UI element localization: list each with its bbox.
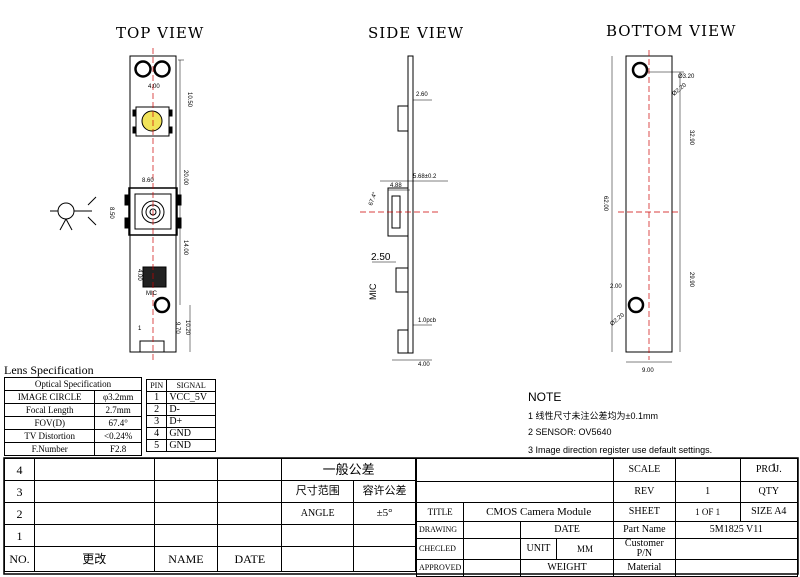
top-dim-5: 8.50 <box>108 207 114 219</box>
lens-spec-title: Lens Specification <box>4 363 94 377</box>
mic-component <box>142 266 167 288</box>
connector <box>139 340 165 353</box>
top-pin1: 1 <box>138 326 142 332</box>
bottom-view <box>611 50 684 363</box>
bottom-dim-3: 32.90 <box>688 130 694 146</box>
side-view <box>360 55 448 361</box>
side-dim-1: 2.60 <box>416 92 428 98</box>
table-row: FOV(D)67.4° <box>3 416 142 430</box>
top-dim-3: 8.60 <box>142 178 154 184</box>
side-connector <box>397 329 409 354</box>
top-view-title: TOP VIEW <box>116 24 205 42</box>
side-mic-label: MIC <box>368 283 378 300</box>
top-hole-right <box>153 60 171 78</box>
bottom-view-dims: Ø3.20 Ø2.20 32.90 62.00 2.00 Ø2.20 29.90… <box>602 74 695 374</box>
side-dim-4: 67.4° <box>368 191 379 207</box>
side-dim-7: 4.00 <box>418 362 430 368</box>
note-item-3: 3 Image direction register use default s… <box>528 445 713 455</box>
led-body <box>135 106 170 137</box>
title-block: SCALE PROJ. REV 1 QTY TITLE CMOS Camera … <box>415 458 799 577</box>
bottom-dim-1: Ø3.20 <box>678 74 695 80</box>
side-view-title: SIDE VIEW <box>368 24 465 42</box>
top-view-dims: 4.00 10.50 8.60 20.00 8.50 14.00 4.00 MI… <box>108 84 192 336</box>
top-dim-4: 20.00 <box>182 170 188 186</box>
tolerance-title: 一般公差 <box>281 458 416 481</box>
side-dim-6: 1.0pcb <box>418 318 437 324</box>
top-dim-mic: MIC <box>146 291 158 297</box>
side-pcb <box>407 55 414 354</box>
view-direction-figure-icon <box>50 196 97 231</box>
side-led <box>397 105 409 132</box>
top-dim-7: 4.00 <box>136 269 142 281</box>
side-dim-3: 4.88 <box>390 183 402 189</box>
bottom-dim-7: 29.90 <box>688 272 694 288</box>
side-dim-5: 2.50 <box>371 252 391 263</box>
note-item-1: 1 线性尺寸未注公差均为±0.1mm <box>528 411 658 421</box>
side-view-dims: 2.60 5.68±0.2 4.88 67.4° 2.50 MIC 1.0pcb… <box>368 92 437 368</box>
note-title: NOTE <box>528 390 562 404</box>
top-hole-left <box>134 60 152 78</box>
led-lens <box>141 110 163 132</box>
side-dim-2: 5.68±0.2 <box>413 174 437 180</box>
bottom-dim-8: 9.00 <box>642 368 654 374</box>
table-row: TV Distortion<0.24% <box>3 429 142 443</box>
bottom-hole-bottom <box>627 296 645 314</box>
top-dim-1: 4.00 <box>148 84 160 90</box>
top-view <box>50 48 191 360</box>
note-item-2: 2 SENSOR: OV5640 <box>528 427 612 437</box>
lens-spec-header: Optical Specification <box>4 377 142 391</box>
bottom-dim-4: 62.00 <box>602 196 608 212</box>
side-mic <box>395 267 409 293</box>
top-dim-6: 14.00 <box>182 240 188 256</box>
bottom-hole-top <box>631 61 649 79</box>
table-row: 1 <box>4 524 416 547</box>
top-dim-9: 10.20 <box>184 320 190 336</box>
bottom-dim-5: 2.00 <box>610 284 622 290</box>
top-dim-8: 9.70 <box>174 322 180 334</box>
top-hole-bottom <box>153 296 171 314</box>
bottom-view-title: BOTTOM VIEW <box>606 22 737 40</box>
qty-value: 1 <box>771 463 778 474</box>
top-dim-2: 10.50 <box>186 92 192 108</box>
